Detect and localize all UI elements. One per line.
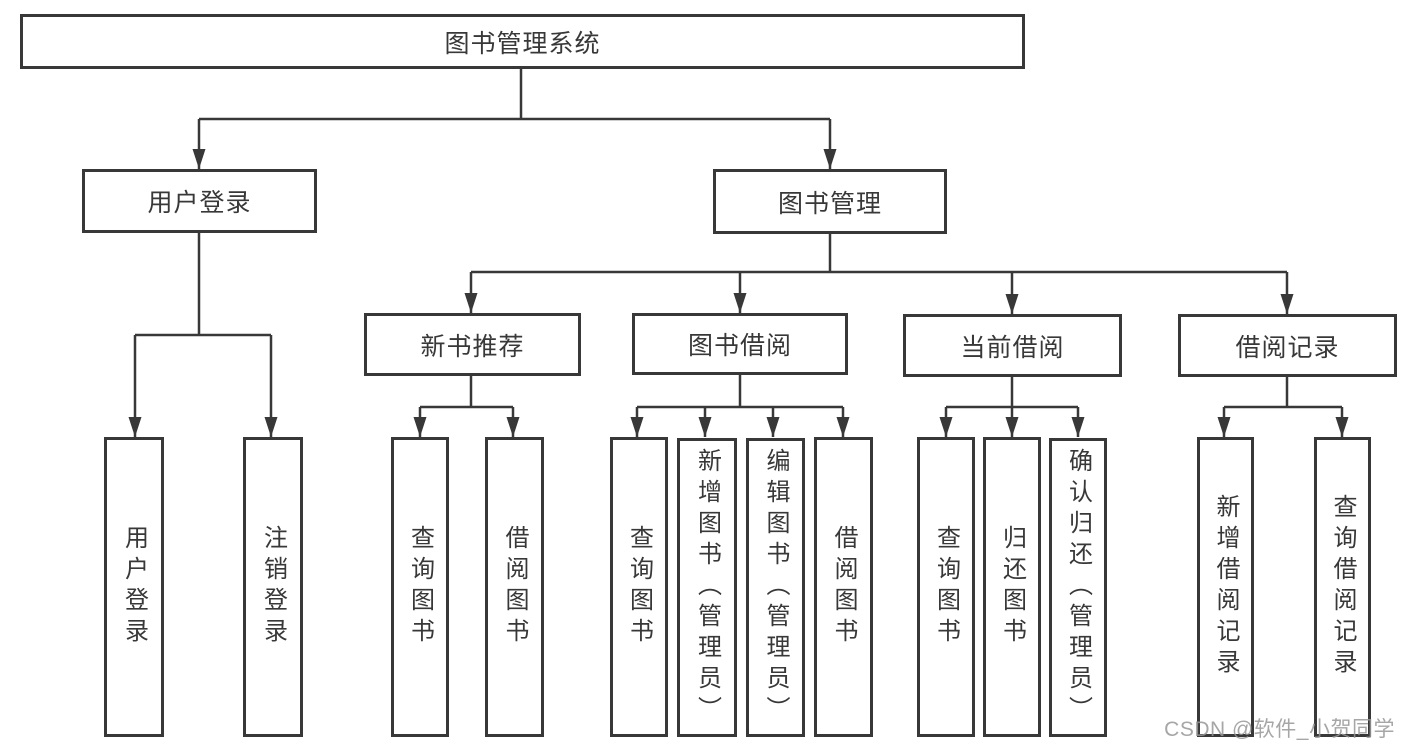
leaf-logout: 注销登录: [243, 437, 303, 737]
node-book-borrowing: 图书借阅: [632, 313, 848, 375]
node-root-label: 图书管理系统: [444, 29, 601, 58]
leaf-return-book: 归还图书: [983, 437, 1041, 737]
leaf-query-borrow-record-label: 查询借阅记录: [1329, 494, 1356, 680]
leaf-borrow-books-1-label: 借阅图书: [501, 525, 528, 649]
node-root: 图书管理系统: [20, 14, 1025, 69]
node-borrowing-records: 借阅记录: [1178, 314, 1397, 377]
leaf-query-books-2: 查询图书: [610, 437, 668, 737]
leaf-borrow-books-2-label: 借阅图书: [830, 525, 857, 649]
leaf-logout-label: 注销登录: [259, 525, 287, 649]
leaf-borrow-books-2: 借阅图书: [814, 437, 873, 737]
node-new-book-recommendation-label: 新书推荐: [420, 332, 525, 361]
node-current-borrowing: 当前借阅: [903, 314, 1122, 377]
leaf-query-books-1-label: 查询图书: [406, 525, 434, 649]
node-book-management: 图书管理: [713, 169, 947, 234]
leaf-edit-book-admin: 编辑图书（管理员）: [746, 438, 805, 737]
leaf-user-login: 用户登录: [104, 437, 164, 737]
leaf-query-books-3: 查询图书: [917, 437, 975, 737]
node-borrowing-records-label: 借阅记录: [1235, 333, 1340, 362]
leaf-add-book-admin: 新增图书（管理员）: [677, 438, 737, 737]
leaf-query-books-3-label: 查询图书: [932, 525, 960, 649]
node-current-borrowing-label: 当前借阅: [960, 333, 1065, 362]
leaf-confirm-return-admin-label: 确认归还（管理员）: [1064, 448, 1092, 727]
leaf-confirm-return-admin: 确认归还（管理员）: [1049, 438, 1107, 737]
leaf-edit-book-admin-label: 编辑图书（管理员）: [762, 448, 789, 727]
leaf-add-book-admin-label: 新增图书（管理员）: [693, 448, 721, 727]
leaf-query-books-1: 查询图书: [391, 437, 449, 737]
leaf-query-borrow-record: 查询借阅记录: [1314, 437, 1371, 737]
leaf-user-login-label: 用户登录: [120, 525, 148, 649]
leaf-add-borrow-record: 新增借阅记录: [1197, 437, 1254, 737]
csdn-watermark: CSDN @软件_小贺同学: [1164, 718, 1395, 741]
leaf-query-books-2-label: 查询图书: [625, 525, 653, 649]
node-book-management-label: 图书管理: [777, 189, 882, 218]
leaf-add-borrow-record-label: 新增借阅记录: [1212, 494, 1239, 680]
leaf-return-book-label: 归还图书: [998, 525, 1026, 649]
node-user-login: 用户登录: [82, 169, 317, 233]
leaf-borrow-books-1: 借阅图书: [485, 437, 544, 737]
node-user-login-label: 用户登录: [147, 189, 252, 217]
node-book-borrowing-label: 图书借阅: [687, 332, 792, 360]
node-new-book-recommendation: 新书推荐: [364, 313, 581, 376]
